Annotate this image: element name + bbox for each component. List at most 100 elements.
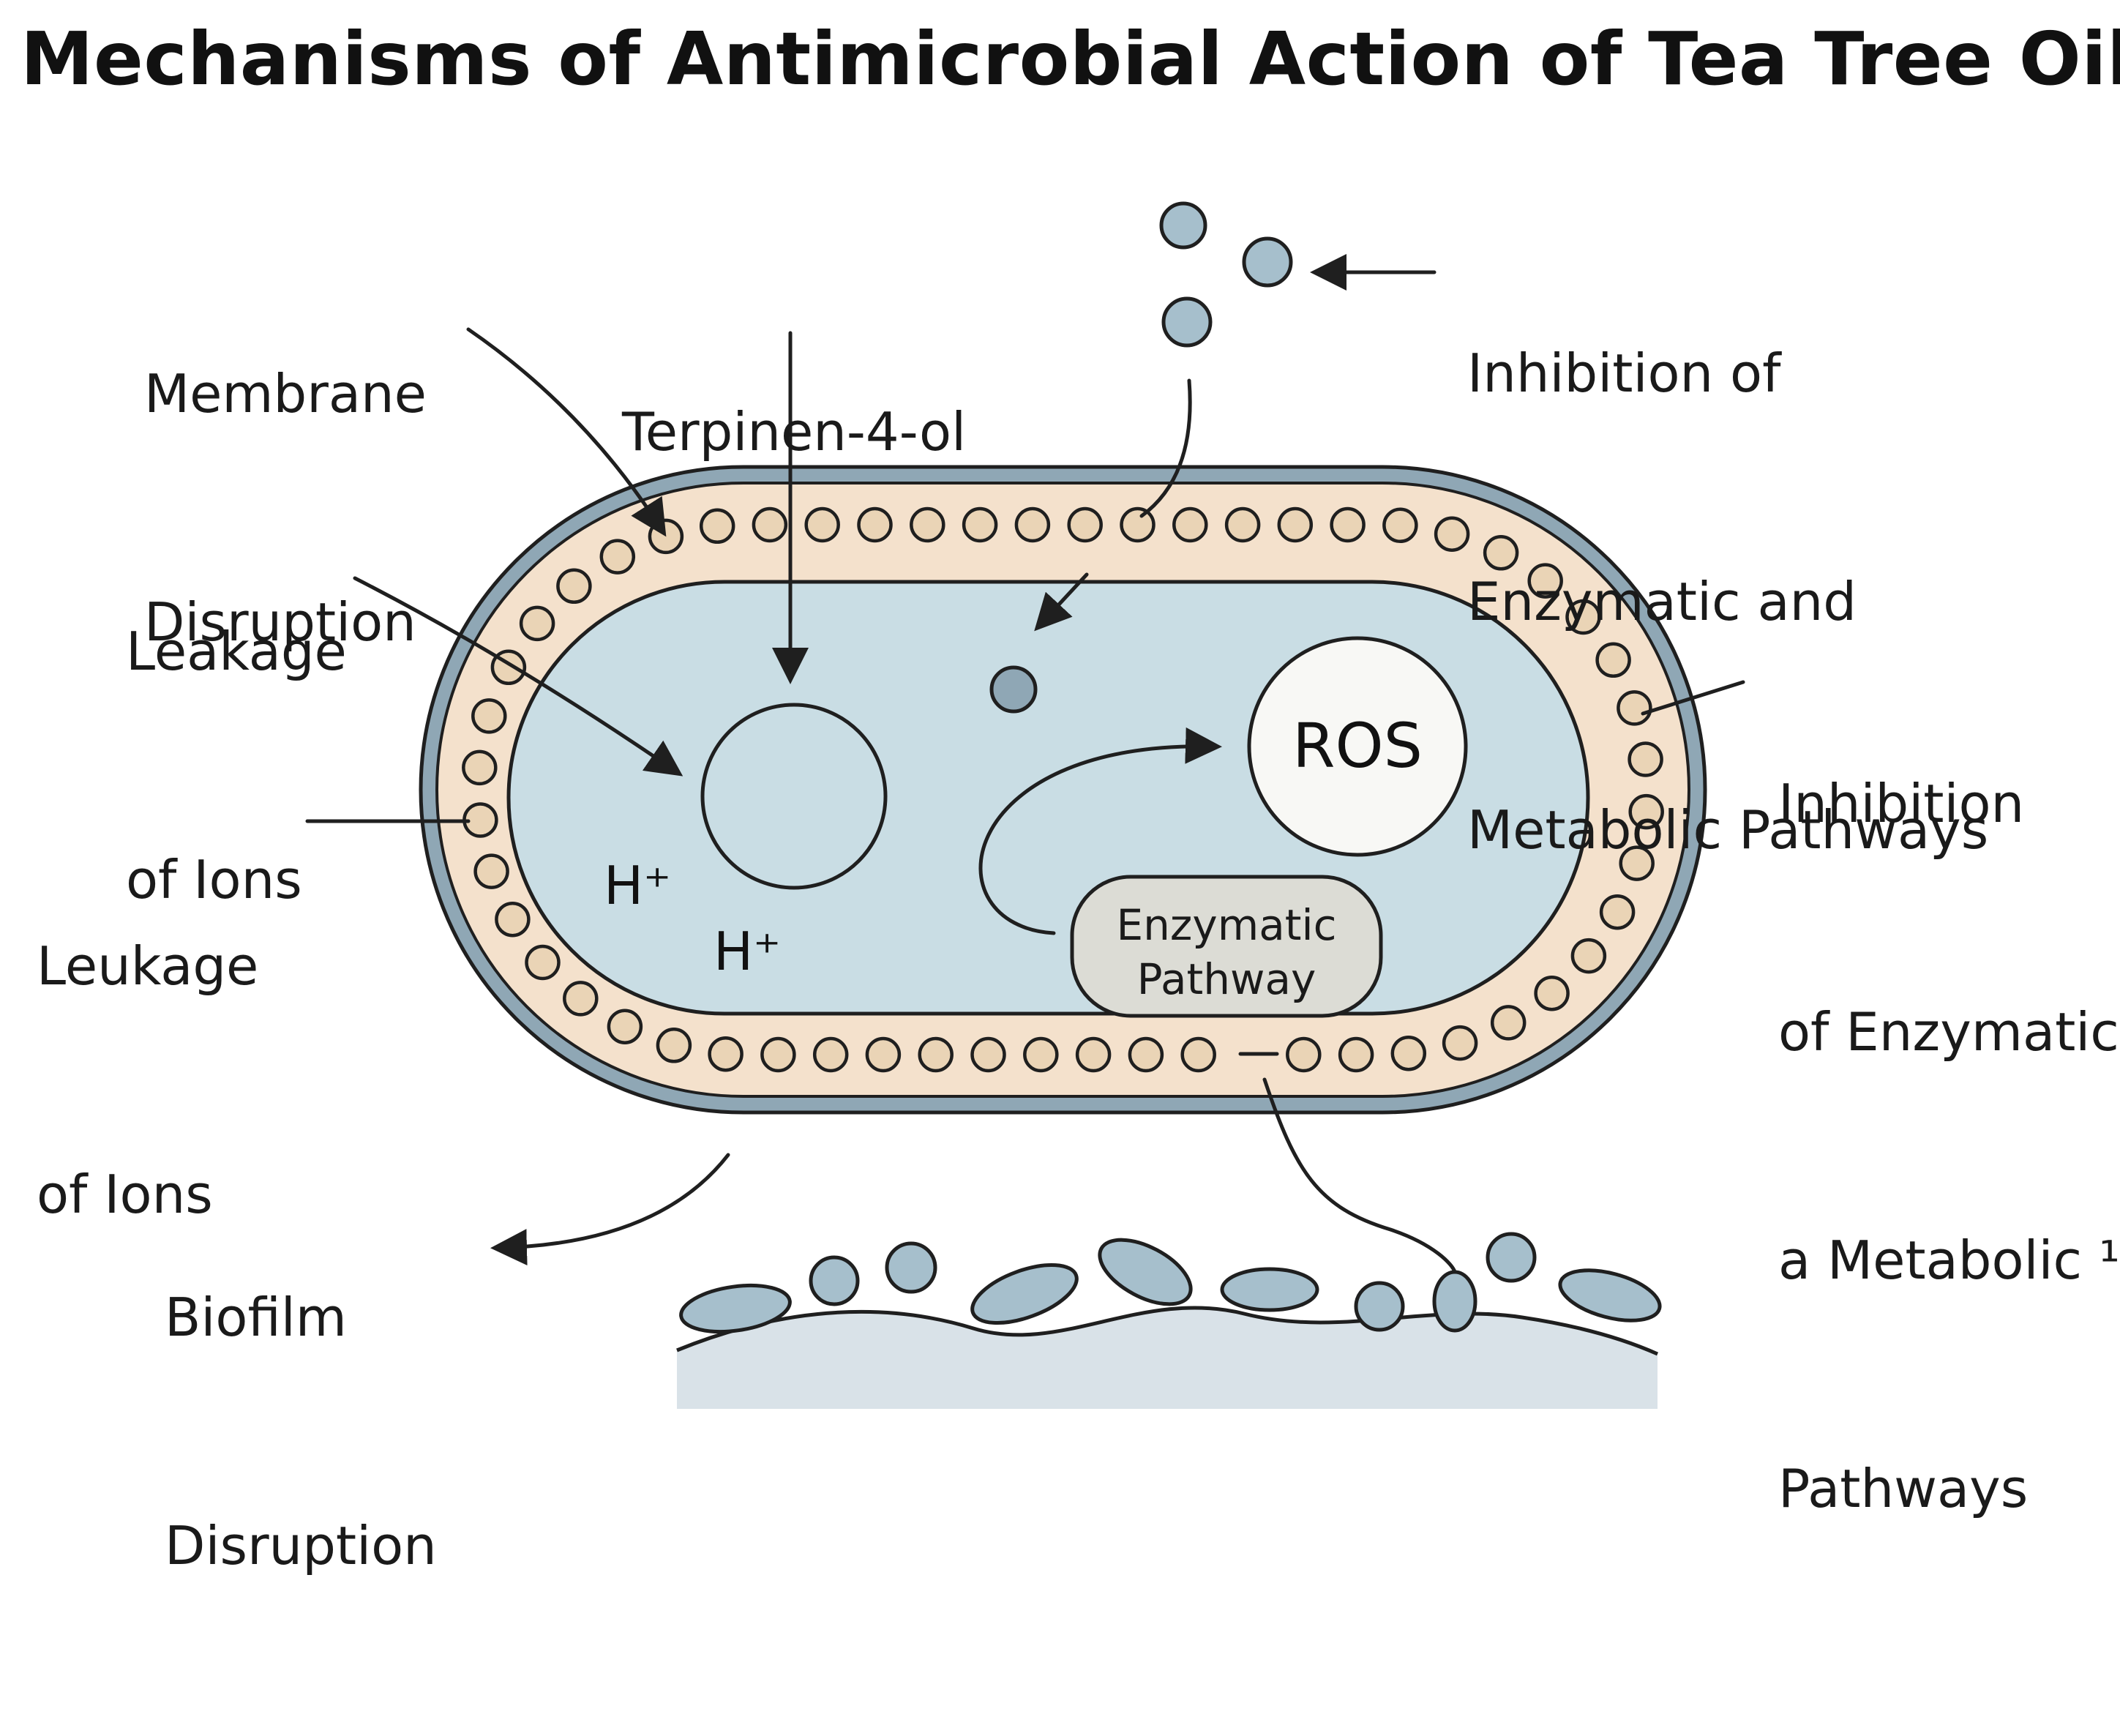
membrane-bead [599, 539, 636, 575]
label-inhibition-right-line: a Metabolic ¹ [1778, 1230, 2120, 1291]
membrane-bead [525, 944, 561, 981]
label-terpinen-line: Terpinen-4-ol [622, 401, 967, 463]
membrane-bead [519, 605, 555, 642]
membrane-bead [473, 853, 509, 889]
membrane-bead [1483, 535, 1519, 571]
membrane-bead [471, 698, 507, 734]
membrane-bead [495, 901, 531, 938]
label-biofilm-disruption-line: Biofilm [165, 1287, 347, 1348]
inhibition-right-line [1641, 680, 1745, 716]
membrane-bead [563, 981, 599, 1017]
label-leakage-ions-line: Leakage [126, 621, 347, 682]
membrane-bead [1527, 563, 1563, 599]
h-plus-ion-2: H⁺ [713, 921, 781, 982]
membrane-bead [1599, 894, 1636, 930]
membrane-bead [708, 1036, 744, 1072]
biofilm-bacterium [970, 1262, 1079, 1325]
membrane-bead [752, 506, 788, 543]
membrane-bead [1619, 845, 1655, 881]
biofilm-surface-line [676, 1306, 1659, 1356]
inner-vesicle [700, 703, 888, 890]
biofilm-bacterium [679, 1284, 792, 1333]
membrane-bead [1023, 1036, 1059, 1073]
membrane-bead [1120, 506, 1155, 543]
label-inhibition-right-line: Inhibition [1778, 773, 2025, 834]
membrane-bead [910, 506, 945, 543]
label-inhibition-right-line: Pathways [1778, 1458, 2029, 1519]
membrane-bead [1434, 516, 1470, 552]
membrane-bead [1172, 506, 1208, 543]
ros-circle [1247, 636, 1468, 857]
membrane-beads [462, 506, 1664, 1073]
diagram-title: Mechanisms of Antimicrobial Action of Te… [20, 16, 2120, 102]
diagram-graphic: ROS Enzymatic Pathway H⁺ H⁺ [305, 201, 1745, 1409]
label-inhibition-top-line: Enzymatic and [1467, 571, 1857, 632]
membrane-bead [1617, 690, 1652, 726]
membrane-bead [1534, 975, 1570, 1011]
biofilm-link-line [1262, 1077, 1457, 1274]
membrane-bead [1595, 642, 1631, 678]
membrane-bead [1277, 506, 1314, 543]
enzymatic-pathway-label-line2: Pathway [1137, 954, 1316, 1004]
ros-label: ROS [1292, 710, 1423, 782]
membrane-bead [970, 1036, 1006, 1073]
enzymatic-pathway-label-line1: Enzymatic [1117, 900, 1337, 950]
biofilm-bacterium [1098, 1238, 1193, 1306]
biofilm-bacterium [809, 1255, 860, 1306]
biofilm-bacterium [1354, 1281, 1405, 1332]
membrane-bead [857, 506, 893, 543]
membrane-bead [918, 1036, 954, 1073]
label-leukage-ions: Leukage of Ions [37, 776, 258, 1385]
label-inhibition-right: Inhibition of Enzymatic a Metabolic ¹ Pa… [1778, 613, 2120, 1679]
label-terpinen: Terpinen-4-ol [622, 242, 966, 622]
membrane-bead [812, 1036, 849, 1073]
enzymatic-pathway-box [1070, 875, 1383, 1018]
membrane-bead [804, 506, 840, 543]
membrane-bead [1330, 506, 1366, 543]
molecule-entry-line [1139, 378, 1192, 518]
extracellular-molecule [1161, 296, 1213, 348]
membrane-bead [1014, 506, 1051, 543]
biofilm-bacterium [1558, 1268, 1662, 1322]
biofilm-disruption-arrow [490, 1153, 730, 1266]
membrane-bead [1628, 741, 1663, 777]
label-biofilm-disruption: Biofilm Disruption [165, 1127, 437, 1736]
membrane-bead [699, 508, 735, 545]
molecule-entry-arrow [1034, 572, 1089, 632]
membrane-bead [1338, 1036, 1374, 1073]
label-membrane-disruption: Membrane Disruption [144, 203, 427, 812]
extracellular-molecule [1159, 201, 1207, 250]
membrane-bead [1180, 1036, 1216, 1073]
biofilm-surface [677, 1307, 1658, 1409]
membrane-disruption-arrow [466, 327, 667, 537]
membrane-bead [962, 506, 998, 543]
membrane-bead [1565, 599, 1601, 635]
membrane-bead [1075, 1036, 1112, 1073]
membrane-bead [462, 749, 498, 786]
membrane-bead [1570, 938, 1607, 974]
biofilm-bacterium [1432, 1270, 1477, 1333]
membrane-bead [1224, 506, 1261, 543]
membrane-bead [556, 568, 592, 605]
label-membrane-disruption-line: Disruption [144, 591, 416, 653]
label-membrane-disruption-line: Membrane [144, 363, 427, 424]
membrane-bead [1628, 793, 1664, 830]
biofilm-bacterium [1220, 1267, 1319, 1312]
h-plus-ion-1: H⁺ [604, 855, 671, 916]
membrane-bead [760, 1036, 796, 1073]
diagram: ROS Enzymatic Pathway H⁺ H⁺ [20, 16, 2120, 1576]
label-inhibition-top-line: Inhibition of [1467, 343, 1781, 404]
membrane-bead [1390, 1035, 1427, 1071]
label-leukage-ions-line: of Ions [37, 1164, 213, 1225]
label-inhibition-top-line: Metabolic Pathways [1467, 799, 1989, 861]
label-biofilm-disruption-line: Disruption [165, 1515, 437, 1576]
membrane-bead [1442, 1025, 1478, 1061]
membrane-bead [1128, 1036, 1164, 1073]
membrane-bead [1382, 507, 1418, 544]
membrane-bead [865, 1036, 902, 1073]
membrane-bead [1067, 506, 1103, 543]
biofilm-bacterium [885, 1241, 937, 1294]
membrane-bead [607, 1009, 643, 1044]
biofilm-bacterium [1486, 1232, 1537, 1283]
extracellular-molecule [1242, 236, 1293, 288]
